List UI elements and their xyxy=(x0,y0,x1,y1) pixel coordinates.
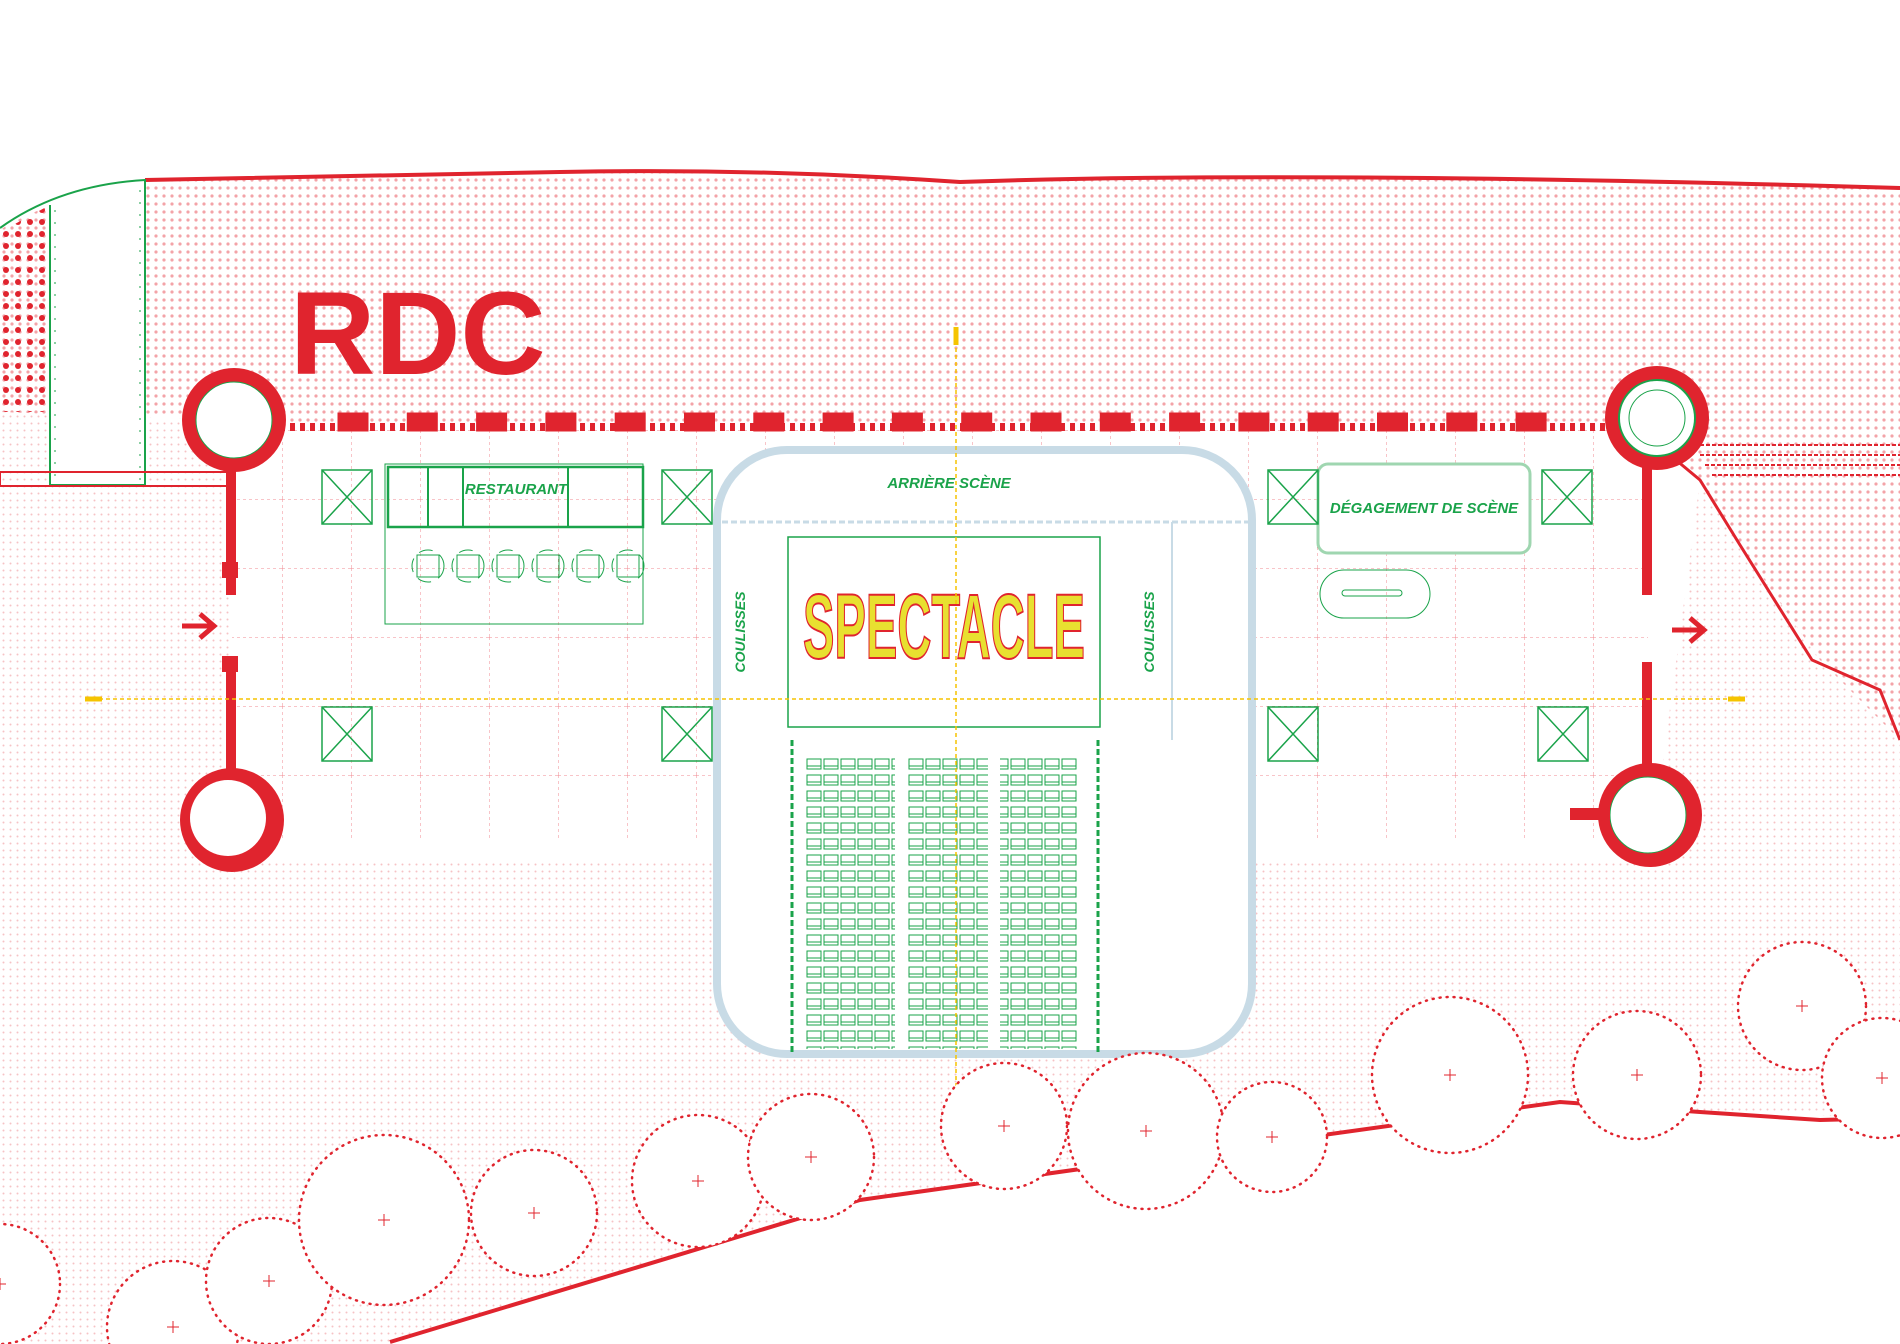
label-restaurant: RESTAURANT xyxy=(465,481,569,498)
plan-title: RDC xyxy=(290,268,546,400)
label-degagement: DÉGAGEMENT DE SCÈNE xyxy=(1330,500,1519,517)
core-box xyxy=(1541,469,1593,525)
tree xyxy=(0,1222,62,1344)
seating xyxy=(806,757,1078,1049)
core-box xyxy=(321,469,373,525)
cross-lines xyxy=(321,706,373,762)
tree-center-mark xyxy=(805,1151,817,1163)
table xyxy=(496,554,520,578)
walls xyxy=(180,366,1709,872)
buttress xyxy=(1307,412,1339,432)
buttress xyxy=(822,412,854,432)
arrow-right-icon xyxy=(1672,616,1708,644)
buttress xyxy=(1446,412,1478,432)
label-coulisses-right: COULISSES xyxy=(1141,591,1157,673)
trees xyxy=(0,940,1900,1344)
stage xyxy=(787,536,1101,728)
buttress xyxy=(961,412,993,432)
stair-core xyxy=(321,706,373,762)
tree-center-mark xyxy=(1631,1069,1643,1081)
buttress xyxy=(1238,412,1270,432)
stair-core xyxy=(661,706,713,762)
buttress xyxy=(545,412,577,432)
table xyxy=(456,554,480,578)
stair-core xyxy=(1267,469,1319,525)
tree-center-mark xyxy=(1140,1125,1152,1137)
tree-center-mark xyxy=(1266,1131,1278,1143)
chairs xyxy=(611,549,645,583)
stair-core xyxy=(321,469,373,525)
degagement-de-scene: DÉGAGEMENT DE SCÈNE xyxy=(1316,462,1532,619)
buttress xyxy=(1377,412,1408,432)
cross-lines xyxy=(1267,706,1319,762)
stair-core xyxy=(1541,469,1593,525)
buttress xyxy=(684,412,715,432)
restaurant: RESTAURANT xyxy=(384,463,645,625)
stair-core xyxy=(661,469,713,525)
core-box xyxy=(321,706,373,762)
buttress xyxy=(1030,412,1062,432)
label-arriere-scene: ARRIÈRE SCÈNE xyxy=(886,475,1011,492)
chairs xyxy=(451,549,485,583)
cross-lines xyxy=(321,469,373,525)
cross-lines xyxy=(661,469,713,525)
tree-center-mark xyxy=(1796,1000,1808,1012)
label-coulisses-left: COULISSES xyxy=(732,591,748,673)
tree-center-mark xyxy=(1444,1069,1456,1081)
cross-lines xyxy=(1537,706,1589,762)
stair-core xyxy=(1537,706,1589,762)
core-box xyxy=(1537,706,1589,762)
cross-lines xyxy=(661,706,713,762)
table xyxy=(536,554,560,578)
ground-line-bottom xyxy=(389,1099,1900,1344)
table xyxy=(576,554,600,578)
table xyxy=(416,554,440,578)
buttress xyxy=(406,412,438,432)
tree xyxy=(1820,1016,1900,1140)
tree-center-mark xyxy=(528,1207,540,1219)
tree-center-mark xyxy=(998,1120,1010,1132)
tree-center-mark xyxy=(1876,1072,1888,1084)
tree-center-mark xyxy=(378,1214,390,1226)
chairs xyxy=(531,549,565,583)
piano xyxy=(1319,569,1431,619)
tree-center-mark xyxy=(692,1175,704,1187)
buttress xyxy=(614,412,646,432)
buttress xyxy=(891,412,923,432)
terrain-upper xyxy=(0,171,1900,741)
buttress xyxy=(1169,412,1201,432)
buttress xyxy=(753,412,785,432)
boundary-line-right xyxy=(1639,428,1900,741)
ground-line-top xyxy=(144,169,1900,190)
chairs xyxy=(491,549,525,583)
theatre: ARRIÈRE SCÈNE SPECTACLE COULISSES COULIS… xyxy=(713,446,1256,1058)
tree-center-mark xyxy=(0,1278,6,1290)
buttress xyxy=(1515,412,1547,432)
table xyxy=(616,554,640,578)
terrain-red-patch xyxy=(0,205,50,412)
buttress xyxy=(476,412,508,432)
stair-core xyxy=(1267,706,1319,762)
core-box xyxy=(1267,469,1319,525)
chairs xyxy=(411,549,445,583)
tree-center-mark xyxy=(263,1275,275,1287)
ramp xyxy=(0,178,146,486)
tree-center-mark xyxy=(167,1321,179,1333)
buttress xyxy=(1099,412,1131,432)
cross-lines xyxy=(1541,469,1593,525)
core-box xyxy=(661,706,713,762)
cross-lines xyxy=(1267,469,1319,525)
label-spectacle: SPECTACLE xyxy=(803,576,1085,678)
arrow-right-icon xyxy=(182,612,218,640)
buttress xyxy=(337,412,369,432)
chairs xyxy=(571,549,605,583)
core-box xyxy=(1267,706,1319,762)
core-box xyxy=(661,469,713,525)
service-cores xyxy=(321,469,1593,762)
